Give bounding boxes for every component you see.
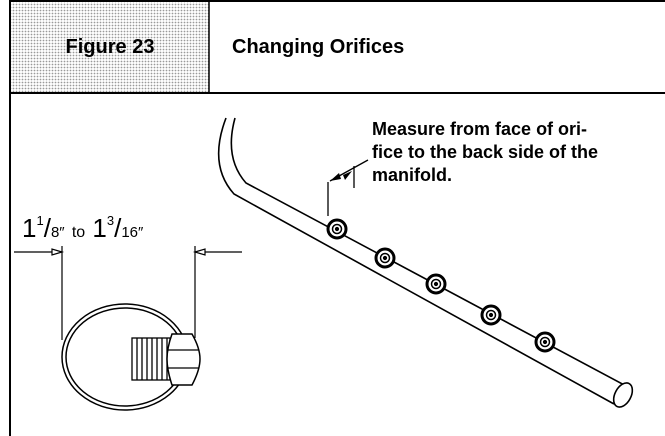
orifice-nut: [374, 247, 396, 269]
orifice-threaded-body: [131, 337, 171, 381]
orifice-nut: [480, 304, 502, 326]
figure-label: Figure 23: [65, 35, 155, 58]
measurement-note-line: manifold.: [372, 165, 452, 185]
dim-from-whole: 1: [22, 213, 37, 243]
dim-to-denominator: 16″: [121, 224, 144, 241]
orifice-hex-nut: [166, 333, 201, 386]
measurement-note: Measure from face of ori- fice to the ba…: [372, 118, 662, 187]
measurement-callout: [327, 159, 369, 216]
dim-to-whole: 1: [92, 213, 107, 243]
dimension-lines: [14, 246, 242, 340]
orifice-nut: [534, 331, 556, 353]
header-label-shading: [11, 1, 209, 92]
measurement-note-line: fice to the back side of the: [372, 142, 599, 162]
dim-from-numerator: 1: [36, 213, 44, 228]
manifold-pipe: [217, 117, 634, 408]
measurement-note-line: Measure from face of ori-: [372, 119, 588, 139]
dimension-label: 11/8″ to 13/16″: [22, 213, 144, 243]
dim-from-denominator: 8″: [50, 224, 65, 241]
dim-to-numerator: 3: [106, 213, 115, 228]
orifice-nut: [326, 218, 348, 240]
figure-title: Changing Orifices: [232, 35, 405, 58]
orifice-nut: [425, 273, 447, 295]
dim-to-word: to: [71, 224, 86, 241]
